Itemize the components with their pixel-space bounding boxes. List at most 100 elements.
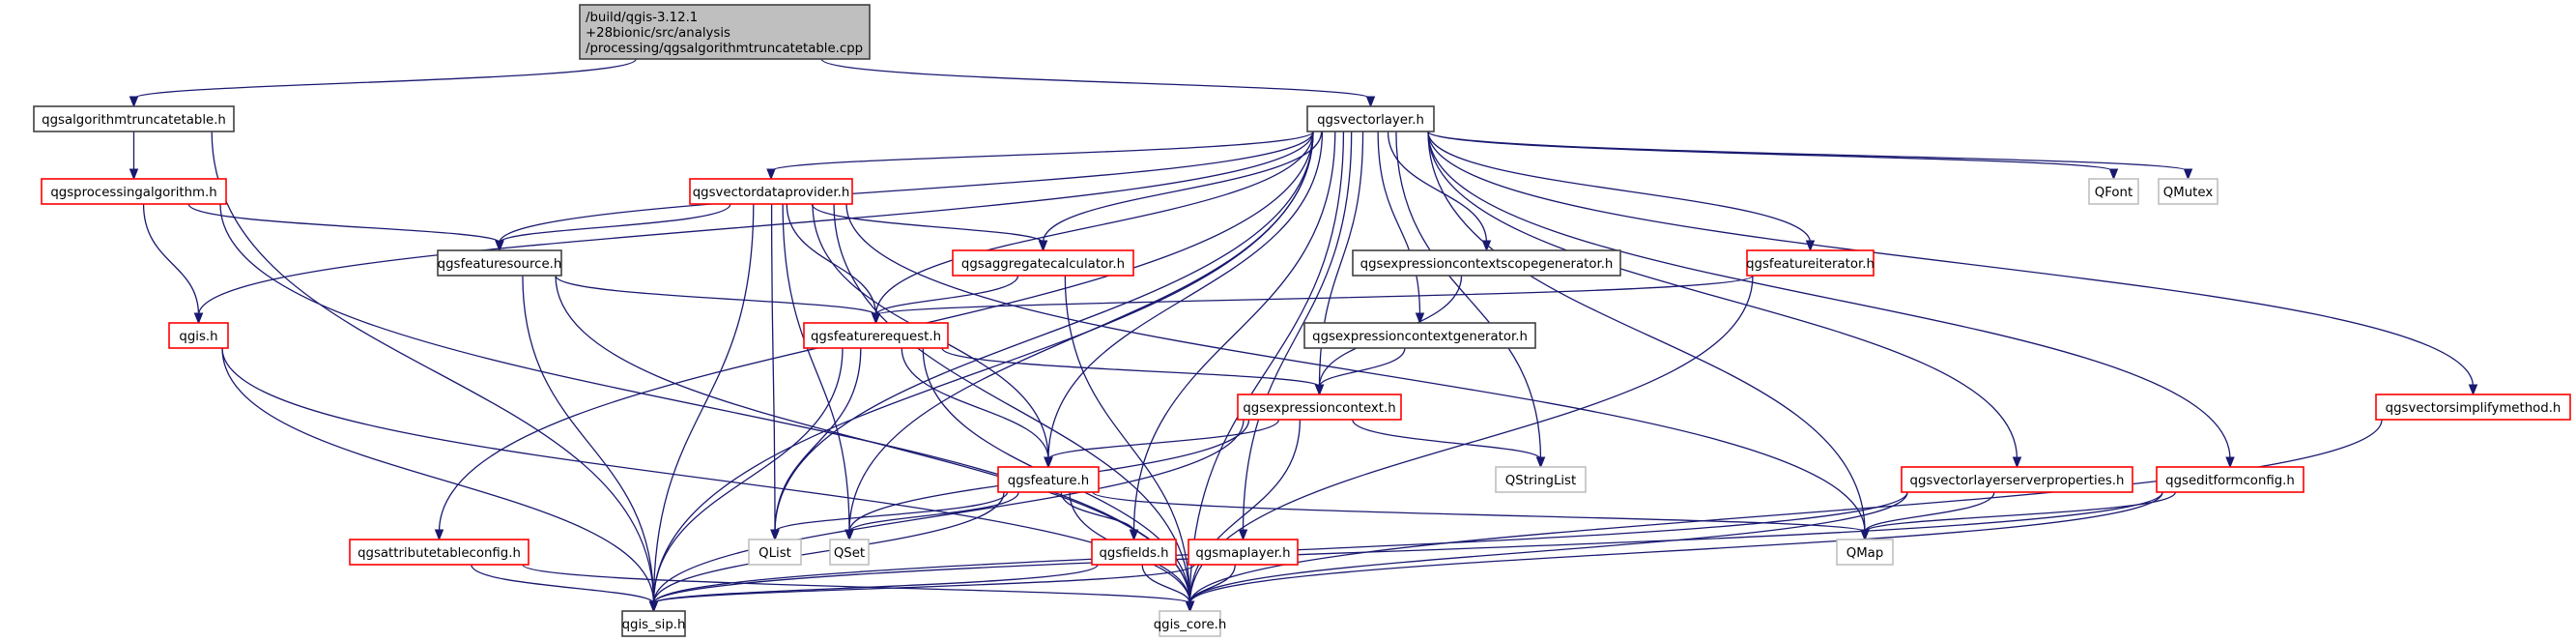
arrowhead-icon — [871, 312, 881, 325]
arrowhead-icon — [2225, 456, 2235, 469]
node-label: qgsmaplayer.h — [1195, 546, 1290, 561]
edge-qgsfeature_h-to-QList — [774, 491, 1009, 533]
node-QList[interactable]: QList — [748, 539, 802, 566]
edge-qgsaggregatecalculator_h-to-qgsfeaturerequest_h — [874, 275, 1019, 316]
node-box[interactable] — [1901, 466, 2133, 493]
edge-qgsvectorlayer_h-to-qgsfeatureiterator_h — [1427, 131, 1812, 244]
node-box[interactable] — [579, 4, 871, 60]
edge-root-to-qgsalgorithmtruncatetable_h — [132, 58, 637, 100]
node-qgsexpressioncontextscopegenerator-h[interactable]: qgsexpressioncontextscopegenerator.h — [1352, 249, 1621, 277]
edge-qgsfields_h-to-qgis_core_h — [1141, 564, 1191, 604]
node-box[interactable] — [2375, 394, 2571, 421]
node-box[interactable] — [1352, 249, 1621, 277]
node-box[interactable] — [437, 249, 562, 277]
node-box[interactable] — [349, 539, 530, 566]
node-label: qgis_sip.h — [622, 618, 686, 632]
edge-qgseditformconfig_h-to-qgis_sip_h — [652, 491, 2163, 604]
edge-qgsvectorlayerserverproperties_h-to-QMap — [1864, 491, 1995, 533]
node-label: +28bionic/src/analysis — [586, 26, 730, 41]
edge-qgsvectordataprovider_h-to-QMap — [845, 203, 1866, 533]
node-label: qgsvectordataprovider.h — [693, 186, 850, 200]
node-label: qgis_core.h — [1154, 618, 1227, 632]
node-qgsvectorlayerserverproperties-h[interactable]: qgsvectorlayerserverproperties.h — [1901, 466, 2133, 493]
node-qgseditformconfig-h[interactable]: qgseditformconfig.h — [2156, 466, 2304, 493]
arrowhead-icon — [1238, 529, 1248, 541]
edge-qgsaggregatecalculator_h-to-qgis_core_h — [1064, 275, 1191, 604]
node-box[interactable] — [748, 539, 802, 566]
node-qgsexpressioncontext-h[interactable]: qgsexpressioncontext.h — [1237, 394, 1402, 421]
node-box[interactable] — [952, 249, 1134, 277]
node-qgsfeaturesource-h[interactable]: qgsfeaturesource.h — [437, 249, 562, 277]
node-label: qgsalgorithmtruncatetable.h — [42, 113, 226, 128]
arrowhead-icon — [770, 529, 780, 541]
node-QSet[interactable]: QSet — [829, 539, 870, 566]
arrowhead-icon — [129, 168, 139, 181]
edge-qgsfeature_h-to-QSet — [848, 491, 1019, 533]
node-qgsfeature-h[interactable]: qgsfeature.h — [997, 466, 1100, 493]
node-qgsvectordataprovider-h[interactable]: qgsvectordataprovider.h — [689, 178, 853, 205]
node-box[interactable] — [1836, 539, 1894, 566]
node-QStringList[interactable]: QStringList — [1495, 466, 1587, 493]
edge-qgsvectorlayer_h-to-qgis_core_h — [1188, 131, 1345, 604]
edge-qgseditformconfig_h-to-QMap — [1864, 491, 2176, 533]
node-qgsvectorsimplifymethod-h[interactable]: qgsvectorsimplifymethod.h — [2375, 394, 2571, 421]
node-qgsaggregatecalculator-h[interactable]: qgsaggregatecalculator.h — [952, 249, 1134, 277]
node-label: /processing/qgsalgorithmtruncatetable.cp… — [586, 42, 863, 56]
node-box[interactable] — [1303, 322, 1536, 349]
edge-qgsfeaturesource_h-to-qgsfeaturerequest_h — [555, 275, 877, 316]
node-box[interactable] — [2158, 178, 2218, 205]
edge-qgsexpressioncontext_h-to-qgis_sip_h — [652, 419, 1245, 604]
node-qgsfields-h[interactable]: qgsfields.h — [1091, 539, 1177, 566]
edge-qgsprocessingalgorithm_h-to-qgis_h — [142, 203, 200, 316]
node-box[interactable] — [168, 322, 229, 349]
node-qgsvectorlayer-h[interactable]: qgsvectorlayer.h — [1306, 105, 1435, 132]
node-label: qgsexpressioncontextscopegenerator.h — [1360, 257, 1614, 272]
node-box[interactable] — [803, 322, 949, 349]
node-box[interactable] — [1091, 539, 1177, 566]
node-box[interactable] — [2088, 178, 2139, 205]
node-qgsmaplayer-h[interactable]: qgsmaplayer.h — [1188, 539, 1299, 566]
node-label: qgsvectorlayerserverproperties.h — [1910, 474, 2125, 488]
node-box[interactable] — [1188, 539, 1299, 566]
arrowhead-icon — [1860, 529, 1870, 541]
node-box[interactable] — [1159, 610, 1221, 637]
node-box[interactable] — [2156, 466, 2304, 493]
node-qgsalgorithmtruncatetable-h[interactable]: qgsalgorithmtruncatetable.h — [33, 105, 235, 132]
edge-qgsvectordataprovider_h-to-qgsfeaturerequest_h — [786, 203, 877, 316]
edge-qgsvectorlayer_h-to-qgsaggregatecalculator_h — [1042, 131, 1323, 244]
node-box[interactable] — [621, 610, 686, 637]
node-qgis-h[interactable]: qgis.h — [168, 322, 229, 349]
node-box[interactable] — [41, 178, 227, 205]
edge-qgsfeatureiterator_h-to-qgsfeaturerequest_h — [874, 275, 1754, 316]
node-box[interactable] — [829, 539, 870, 566]
edge-qgseditformconfig_h-to-qgis_core_h — [1188, 491, 2163, 604]
edge-qgsvectorlayerserverproperties_h-to-qgis_core_h — [1188, 491, 1908, 604]
node-label: qgsfeaturesource.h — [438, 257, 562, 272]
arrowhead-icon — [1415, 312, 1425, 325]
node-box[interactable] — [1306, 105, 1435, 132]
node-qgis-core-h[interactable]: qgis_core.h — [1154, 610, 1227, 637]
arrowhead-icon — [1038, 240, 1048, 252]
node-box[interactable] — [1746, 249, 1875, 277]
node-qgis-sip-h[interactable]: qgis_sip.h — [621, 610, 686, 637]
node-qgsfeatureiterator-h[interactable]: qgsfeatureiterator.h — [1746, 249, 1875, 277]
node-qgsattributetableconfig-h[interactable]: qgsattributetableconfig.h — [349, 539, 530, 566]
node-box[interactable] — [997, 466, 1100, 493]
node-QFont[interactable]: QFont — [2088, 178, 2139, 205]
node-qgsfeaturerequest-h[interactable]: qgsfeaturerequest.h — [803, 322, 949, 349]
node-box[interactable] — [689, 178, 853, 205]
node-box[interactable] — [33, 105, 235, 132]
node-qgsexpressioncontextgenerator-h[interactable]: qgsexpressioncontextgenerator.h — [1303, 322, 1536, 349]
arrowhead-icon — [1185, 600, 1195, 613]
node-box[interactable] — [1495, 466, 1587, 493]
node-box[interactable] — [1237, 394, 1402, 421]
edge-qgsfeaturerequest_h-to-qgsexpressioncontext_h — [941, 347, 1321, 388]
arrowhead-icon — [1129, 529, 1139, 541]
node-qgsprocessingalgorithm-h[interactable]: qgsprocessingalgorithm.h — [41, 178, 227, 205]
arrowhead-icon — [648, 600, 659, 613]
node-QMutex[interactable]: QMutex — [2158, 178, 2218, 205]
node-QMap[interactable]: QMap — [1836, 539, 1894, 566]
arrowhead-icon — [1365, 96, 1376, 108]
edge-qgsvectordataprovider_h-to-qgis_core_h — [833, 203, 1191, 604]
node-root[interactable]: /build/qgis-3.12.1+28bionic/src/analysis… — [579, 4, 871, 60]
